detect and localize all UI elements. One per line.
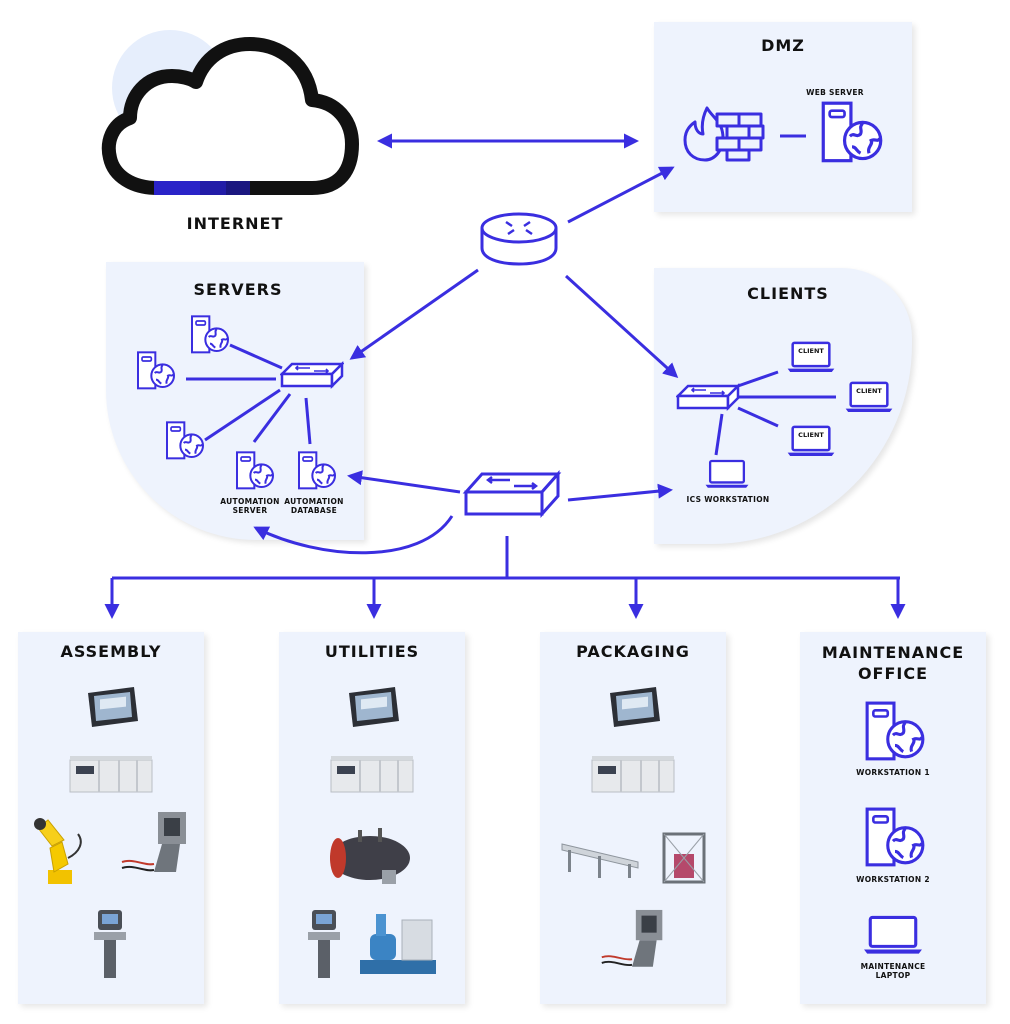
- clients-spoke: [714, 413, 724, 456]
- server-icon: [190, 314, 230, 360]
- conveyor-icon: [561, 843, 639, 878]
- client-laptop-icon: [844, 380, 894, 418]
- core-switch-icon: [462, 470, 562, 518]
- client-laptop-icon: [786, 424, 836, 462]
- maintenance-laptop-icon: [862, 914, 924, 960]
- server-icon: [136, 350, 176, 396]
- maintenance-laptop-label: MAINTENANCE LAPTOP: [860, 962, 926, 981]
- internet-label: INTERNET: [186, 214, 284, 233]
- plc-icon: [591, 756, 675, 793]
- servers-switch-icon: [280, 360, 344, 390]
- zone-title-utilities: UTILITIES: [324, 642, 420, 661]
- motor-actuator-icon: [121, 812, 186, 872]
- workstation-1-icon: [864, 700, 926, 768]
- clients-title: CLIENTS: [747, 284, 829, 303]
- plc-icon: [69, 756, 153, 793]
- servers-spoke: [252, 393, 292, 443]
- hmi-panel-icon: [88, 687, 138, 727]
- router-icon: [480, 212, 558, 266]
- client-label: CLIENT: [798, 431, 824, 439]
- plc-icon: [330, 756, 414, 793]
- motor-actuator-icon: [601, 909, 663, 967]
- zone-title-maintenance: MAINTENANCE OFFICE: [821, 643, 965, 683]
- automation-database-label: AUTOMATION DATABASE: [284, 497, 344, 516]
- automation-database-icon: [297, 450, 337, 496]
- server-icon: [165, 420, 205, 466]
- core-switch-servers-curve: [253, 515, 454, 555]
- clients-spoke: [737, 406, 779, 428]
- firewall-icon: [683, 106, 765, 162]
- hmi-panel-icon: [349, 687, 399, 727]
- client-label: CLIENT: [798, 347, 824, 355]
- core-switch-clients-link: [567, 483, 673, 502]
- servers-panel: [106, 262, 364, 540]
- workstation-2-label: WORKSTATION 2: [856, 875, 930, 884]
- palletizer-icon: [662, 832, 706, 884]
- client-label: CLIENT: [856, 387, 882, 395]
- core-switch-servers-link: [347, 470, 461, 494]
- workstation-2-icon: [864, 806, 926, 874]
- sensor-transmitter-icon: [94, 910, 126, 978]
- sensor-transmitter-icon: [308, 910, 340, 978]
- automation-server-icon: [235, 450, 275, 496]
- zone-title-packaging: PACKAGING: [576, 642, 690, 661]
- internet-cloud-icon: [101, 30, 359, 195]
- ics-workstation-laptop-icon: [704, 458, 750, 494]
- ics-workstation-label: ICS WORKSTATION: [686, 495, 770, 504]
- router-servers-link: [349, 268, 479, 360]
- clients-switch-icon: [676, 382, 740, 412]
- servers-spoke: [204, 388, 281, 442]
- robot-arm-icon: [34, 818, 82, 884]
- client-laptop-icon: [786, 340, 836, 378]
- boiler-icon: [330, 828, 410, 884]
- clients-spoke: [737, 370, 779, 388]
- pump-skid-icon: [360, 914, 436, 974]
- web-server-label: WEB SERVER: [806, 88, 864, 97]
- dmz-title: DMZ: [761, 36, 805, 55]
- zone-title-assembly: ASSEMBLY: [60, 642, 162, 661]
- servers-title: SERVERS: [193, 280, 283, 299]
- servers-spoke: [229, 343, 283, 370]
- workstation-1-label: WORKSTATION 1: [856, 768, 930, 777]
- dmz-panel: [654, 22, 912, 212]
- servers-spoke: [304, 397, 312, 445]
- router-dmz-link: [567, 166, 675, 224]
- web-server-icon: [820, 100, 884, 170]
- hmi-panel-icon: [610, 687, 660, 727]
- automation-server-label: AUTOMATION SERVER: [220, 497, 280, 516]
- router-clients-link: [564, 274, 679, 379]
